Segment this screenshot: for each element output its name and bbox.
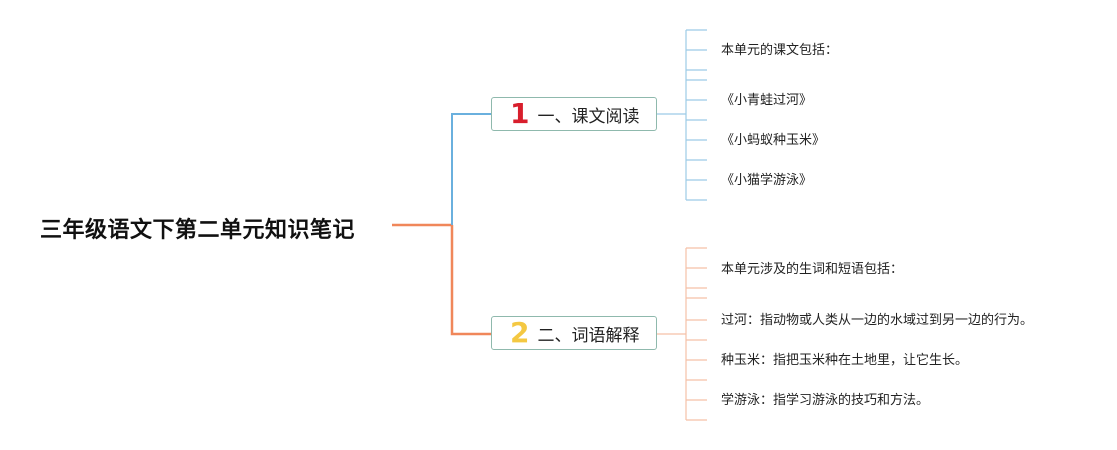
reading-leaf-ant[interactable]: 《小蚂蚁种玉米》 [721,133,826,148]
number-one-icon: 1 [510,97,530,130]
reading-leaf-intro[interactable]: 本单元的课文包括： [721,43,839,58]
branch-vocabulary-label: 二、词语解释 [537,325,640,346]
vocab-leaf-plant-corn[interactable]: 种玉米：指把玉米种在土地里，让它生长。 [721,353,969,368]
vocab-leaf-learn-swim[interactable]: 学游泳：指学习游泳的技巧和方法。 [721,393,930,408]
branch-vocabulary[interactable]: 2 二、词语解释 [491,316,657,350]
branch-reading[interactable]: 1 一、课文阅读 [491,97,657,131]
vocab-leaf-intro[interactable]: 本单元涉及的生词和短语包括： [721,262,904,277]
reading-leaf-frog[interactable]: 《小青蛙过河》 [721,93,813,108]
vocab-leaf-cross-river[interactable]: 过河：指动物或人类从一边的水域过到另一边的行为。 [721,313,1034,328]
number-two-icon: 2 [510,316,530,349]
branch-2-leaf-bracket [657,247,707,421]
branch-1-connector [451,113,491,225]
branch-1-leaf-bracket [657,29,707,201]
branch-2-connector [450,225,491,336]
root-topic[interactable]: 三年级语文下第二单元知识笔记 [40,218,356,243]
branch-reading-label: 一、课文阅读 [537,106,640,127]
reading-leaf-cat[interactable]: 《小猫学游泳》 [721,173,813,188]
